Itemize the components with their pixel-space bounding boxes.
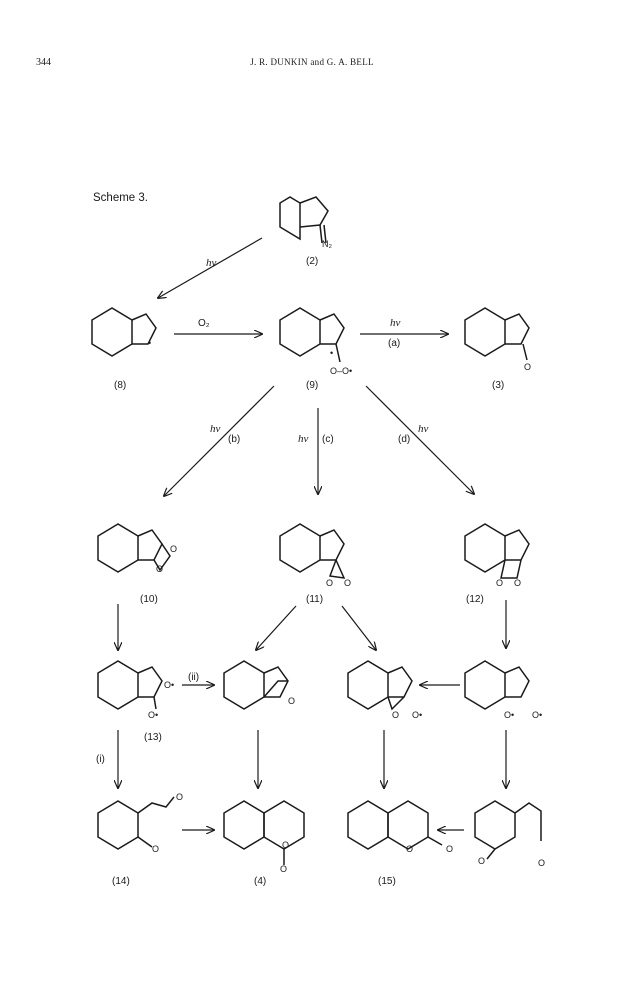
atom-o-10a: O bbox=[170, 544, 177, 554]
structure-4 bbox=[223, 800, 305, 865]
atom-dot-8: • bbox=[148, 338, 151, 348]
atom-o-14b: O bbox=[152, 844, 159, 854]
label-hv-d: hν bbox=[418, 423, 429, 435]
atom-o-10b: O bbox=[156, 564, 163, 574]
arrow-11-to-13ep bbox=[256, 605, 297, 650]
label-ii: (ii) bbox=[188, 672, 199, 683]
compound-label-11: (11) bbox=[306, 594, 323, 605]
compound-label-12: (12) bbox=[466, 594, 484, 605]
atom-o-11a: O bbox=[326, 578, 333, 588]
atom-o-ketene-b: O bbox=[538, 858, 545, 868]
compound-label-14: (14) bbox=[112, 876, 130, 887]
label-a: (a) bbox=[388, 338, 400, 349]
running-head: J. R. DUNKIN and G. A. BELL bbox=[250, 57, 374, 67]
structure-15 bbox=[347, 800, 443, 850]
label-b: (b) bbox=[228, 434, 240, 445]
label-i: (i) bbox=[96, 754, 105, 765]
structure-14 bbox=[97, 796, 175, 850]
atom-o-4a: O bbox=[282, 840, 289, 850]
atom-o-15b: O bbox=[446, 844, 453, 854]
label-hv-a: hν bbox=[390, 317, 401, 329]
label-hv-b: hν bbox=[210, 423, 221, 435]
structure-11 bbox=[279, 523, 346, 579]
structure-10 bbox=[97, 523, 171, 573]
atom-orad-12open-a: O• bbox=[504, 710, 514, 720]
structure-13 bbox=[97, 660, 163, 710]
structure-12-open bbox=[464, 660, 530, 710]
compound-label-15: (15) bbox=[378, 876, 396, 887]
atom-n2: N₂ bbox=[322, 239, 332, 249]
structure-13-epoxide bbox=[223, 660, 289, 710]
atom-o-11b: O bbox=[344, 578, 351, 588]
scheme-title: Scheme 3. bbox=[93, 192, 148, 204]
arrow-2-to-8 bbox=[158, 237, 263, 298]
atom-orad-int-b: O• bbox=[412, 710, 422, 720]
atom-o-int-a: O bbox=[392, 710, 399, 720]
structure-9 bbox=[279, 307, 345, 363]
atom-o-ketene-a: O bbox=[478, 856, 485, 866]
page-number: 344 bbox=[36, 57, 51, 68]
arrow-11-to-int bbox=[341, 605, 376, 650]
compound-label-3: (3) bbox=[492, 380, 504, 391]
label-o2: O₂ bbox=[198, 318, 210, 329]
atom-o-3: O bbox=[524, 362, 531, 372]
label-hv-2: hν bbox=[206, 257, 217, 269]
atom-orad-12open-b: O• bbox=[532, 710, 542, 720]
arrow-9-to-10 bbox=[164, 385, 275, 496]
label-c: (c) bbox=[322, 434, 334, 445]
structure-ketene bbox=[474, 800, 542, 860]
compound-label-2: (2) bbox=[306, 256, 318, 267]
structure-8 bbox=[91, 307, 157, 357]
structure-intermediate-c bbox=[347, 660, 413, 711]
compound-label-8: (8) bbox=[114, 380, 126, 391]
atom-o-14a: O bbox=[176, 792, 183, 802]
compound-label-10: (10) bbox=[140, 594, 158, 605]
compound-label-9: (9) bbox=[306, 380, 318, 391]
structure-3 bbox=[464, 307, 530, 361]
arrow-9-to-12 bbox=[365, 385, 474, 494]
structure-12 bbox=[464, 523, 530, 579]
structure-2 bbox=[279, 196, 329, 244]
atom-orad-13a: O• bbox=[164, 680, 174, 690]
label-hv-c: hν bbox=[298, 433, 309, 445]
atom-oo-9: O–O• bbox=[330, 366, 352, 376]
compound-label-13: (13) bbox=[144, 732, 162, 743]
label-d: (d) bbox=[398, 434, 410, 445]
compound-label-4: (4) bbox=[254, 876, 266, 887]
atom-o-4b: O bbox=[280, 864, 287, 874]
atom-o-12b: O bbox=[514, 578, 521, 588]
atom-dot-9: • bbox=[330, 348, 333, 358]
atom-o-13ep: O bbox=[288, 696, 295, 706]
atom-orad-13b: O• bbox=[148, 710, 158, 720]
atom-o-12a: O bbox=[496, 578, 503, 588]
atom-o-15a: O bbox=[406, 844, 413, 854]
